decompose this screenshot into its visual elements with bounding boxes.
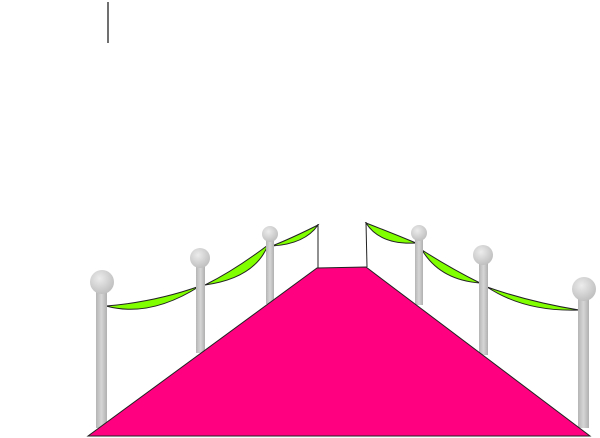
- rope-left-3: [271, 223, 320, 247]
- back-right-stanchion: [365, 221, 368, 268]
- rope-right-2: [421, 249, 481, 284]
- post-ball: [262, 226, 278, 242]
- post-pole: [96, 290, 107, 428]
- post-pole: [578, 297, 589, 428]
- post-pole: [415, 239, 423, 305]
- rope-left-1: [105, 285, 201, 310]
- rope-left-2: [204, 243, 270, 286]
- post-pole: [479, 262, 488, 355]
- posts: [90, 225, 596, 428]
- post-ball: [90, 270, 114, 294]
- post-ball: [411, 225, 427, 241]
- rope-right-1: [364, 221, 417, 244]
- carpet: [86, 266, 592, 437]
- post-pole: [196, 265, 205, 353]
- post-pole: [266, 240, 274, 304]
- post-ball: [473, 245, 493, 265]
- rope-right-3: [486, 286, 580, 311]
- post-ball: [572, 277, 596, 301]
- post-ball: [190, 248, 210, 268]
